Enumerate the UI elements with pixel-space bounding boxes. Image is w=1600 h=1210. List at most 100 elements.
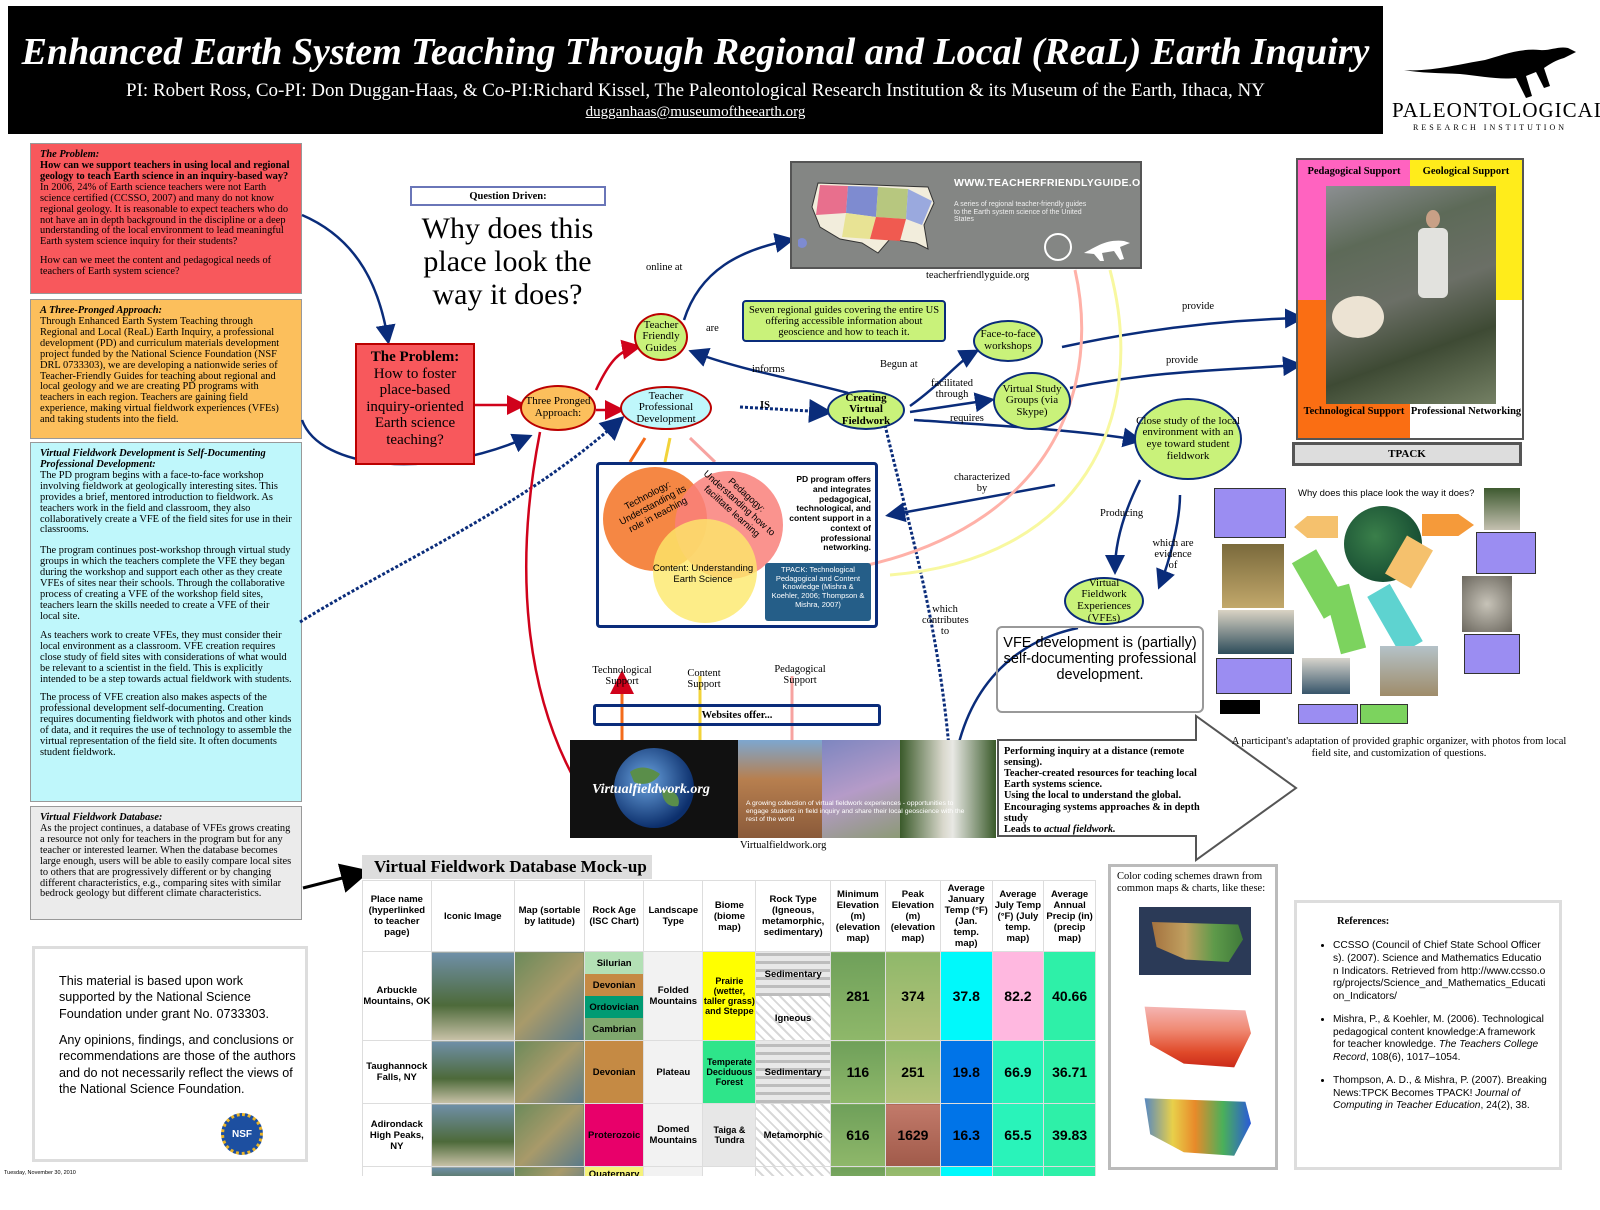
net-label: Professional Networking <box>1410 406 1522 417</box>
vf-caption-link[interactable]: Virtualfieldwork.org <box>740 840 827 851</box>
db-iconic-image <box>430 1166 515 1176</box>
db-map-thumb <box>513 1166 586 1176</box>
db-header-7[interactable]: Minimum Elevation (m) (elevation map) <box>829 880 886 952</box>
big-arrow-shape <box>997 714 1298 862</box>
tfg-node[interactable]: Teacher Friendly Guides <box>634 313 688 361</box>
organizer-photo-3 <box>1484 488 1520 530</box>
db-age-chip: Silurian <box>585 952 644 974</box>
email-link[interactable]: dugganhaas@museumoftheearth.org <box>585 104 806 120</box>
map-temperature-us <box>1144 1006 1251 1068</box>
db-place[interactable]: Adirondack High Peaks, NY <box>362 1103 432 1167</box>
photo-hat <box>1332 296 1384 338</box>
color-coding-caption: Color coding schemes drawn from common m… <box>1117 871 1266 894</box>
label-evidence: which are evidence of <box>1152 538 1194 572</box>
problem-heading: The Problem: <box>40 149 100 160</box>
db-biome: Prairie (wetter, taller grass) and Stepp… <box>702 951 757 1041</box>
db-header-3[interactable]: Rock Age (ISC Chart) <box>584 880 645 952</box>
db-iconic-image <box>430 951 515 1041</box>
label-begun-at: Begun at <box>880 359 918 370</box>
organizer-note-3 <box>1476 532 1536 574</box>
vfd-heading: Virtual Fieldwork Development is Self-Do… <box>40 448 266 470</box>
color-coding-box: Color coding schemes drawn from common m… <box>1108 864 1278 1170</box>
db-title: Virtual Fieldwork Database Mock-up <box>362 855 652 879</box>
label-contributes: which contributes to <box>922 604 969 638</box>
creating-vf-node[interactable]: Creating Virtual Fieldwork <box>827 390 905 430</box>
db-header-8[interactable]: Peak Elevation (m) (elevation map) <box>884 880 941 952</box>
pri-logo: PALEONTOLOGICAL RESEARCH INSTITUTION <box>1392 40 1600 135</box>
db-landscape: Volcanic <box>643 1166 704 1176</box>
problem-node-heading: The Problem: <box>370 349 460 365</box>
organizer-arrow-5 <box>1323 583 1367 655</box>
seven-guides-box: Seven regional guides covering the entir… <box>742 300 946 342</box>
label-provide-2: provide <box>1166 355 1199 366</box>
vf-photo-canyon <box>738 740 822 838</box>
tpd-node[interactable]: Teacher Professional Development <box>620 386 712 430</box>
db-header-9[interactable]: Average January Temp (°F) (Jan. temp. ma… <box>939 880 993 952</box>
label-provide-1: provide <box>1182 301 1215 312</box>
tech-support-label: Technological Support <box>1303 406 1405 417</box>
vfe-node[interactable]: Virtual Fieldwork Experiences (VFEs) <box>1064 577 1144 625</box>
pd-program-box: Technology: Understanding its role in te… <box>596 462 878 628</box>
label-facilitated: facilitated through <box>931 378 973 401</box>
map-temperature <box>1139 995 1251 1079</box>
organizer-photo-5 <box>1302 658 1350 694</box>
db-landscape: Folded Mountains <box>643 951 704 1041</box>
db-map-thumb <box>513 1103 586 1167</box>
db-header-11[interactable]: Average Annual Precip (in) (precip map) <box>1043 880 1096 952</box>
label-characterized: characterized by <box>954 472 1010 495</box>
db-jul-temp: 66.9 <box>991 1040 1045 1104</box>
arrow-line-1: Performing inquiry at a distance (remote… <box>1004 746 1185 769</box>
db-place[interactable]: Cascade <box>362 1166 432 1176</box>
db-biome <box>702 1166 757 1176</box>
organizer-arrow-1 <box>1294 516 1338 538</box>
db-rock-chip: Metamorphic <box>756 1104 830 1166</box>
db-header-10[interactable]: Average July Temp (°F) (July temp. map) <box>991 880 1045 952</box>
db-place[interactable]: Arbuckle Mountains, OK <box>362 951 432 1041</box>
db-header-4: Landscape Type <box>643 880 704 952</box>
db-peak-elev: 1629 <box>884 1103 941 1167</box>
organizer-arrow-2 <box>1422 514 1474 536</box>
three-pronged-node[interactable]: Three Pronged Approach: <box>520 385 596 431</box>
database-heading: Virtual Fieldwork Database: <box>40 812 163 823</box>
problem-node-body: How to foster place-based inquiry-orient… <box>366 365 464 448</box>
problem-question: How can we support teachers in using loc… <box>40 159 290 182</box>
websites-offer-bar: Websites offer... <box>593 704 881 726</box>
db-header-5[interactable]: Biome (biome map) <box>702 880 757 952</box>
database-box: Virtual Fieldwork Database: As the proje… <box>30 806 302 920</box>
tfg-logos-icon <box>1044 233 1130 261</box>
db-rock-type: Sedimentary <box>755 1040 831 1104</box>
tfg-desc: A series of regional teacher-friendly gu… <box>954 201 1087 224</box>
db-jan-temp: 37.8 <box>939 951 993 1041</box>
db-place[interactable]: Taughannock Falls, NY <box>362 1040 432 1104</box>
close-study-node[interactable]: Close study of the local environment wit… <box>1134 398 1242 480</box>
vf-banner[interactable]: Virtualfieldwork.org A growing collectio… <box>570 740 996 838</box>
vfe-development-box: VFE development is (partially) self-docu… <box>996 626 1204 713</box>
approach-box: A Three-Pronged Approach: Through Enhanc… <box>30 299 302 439</box>
nsf-seal-icon: NSF <box>221 1113 263 1155</box>
ftf-node[interactable]: Face-to-face workshops <box>973 320 1043 362</box>
support-quad: Pedagogical Support Geological Support T… <box>1296 158 1524 440</box>
db-peak-elev: 251 <box>884 1040 941 1104</box>
tpack-definition: TPACK: Technological Pedagogical and Con… <box>765 563 871 621</box>
vf-banner-desc: A growing collection of virtual fieldwor… <box>746 800 965 823</box>
db-min-elev: 281 <box>829 951 886 1041</box>
db-rock-age: Proterozoic <box>584 1103 645 1167</box>
us-map-icon <box>798 182 935 254</box>
question-driven-label: Question Driven: <box>410 186 606 206</box>
tfg-caption-link[interactable]: teacherfriendlyguide.org <box>926 270 1030 281</box>
vfd-p4: The process of VFE creation also makes a… <box>40 692 292 759</box>
db-iconic-image <box>430 1040 515 1104</box>
tfg-banner[interactable]: WWW.TEACHERFRIENDLYGUIDE.ORG A series of… <box>790 161 1142 269</box>
vfd-p2: The program continues post-workshop thro… <box>40 545 291 622</box>
venn-content: Content: Understanding Earth Science <box>652 563 754 585</box>
organizer-caption: A participant's adaptation of provided g… <box>1231 736 1567 759</box>
vsg-node[interactable]: Virtual Study Groups (via Skype) <box>993 372 1071 430</box>
table-row: CascadeQuaternaryNeogeneVolcanic <box>362 1166 1096 1176</box>
nsf-text-2: Any opinions, findings, and conclusions … <box>59 1033 296 1097</box>
arrow-line-2: Teacher-created resources for teaching l… <box>1004 768 1197 791</box>
label-online-at: online at <box>646 262 683 273</box>
vf-photo-rocks <box>822 740 900 838</box>
label-are: are <box>706 323 719 334</box>
